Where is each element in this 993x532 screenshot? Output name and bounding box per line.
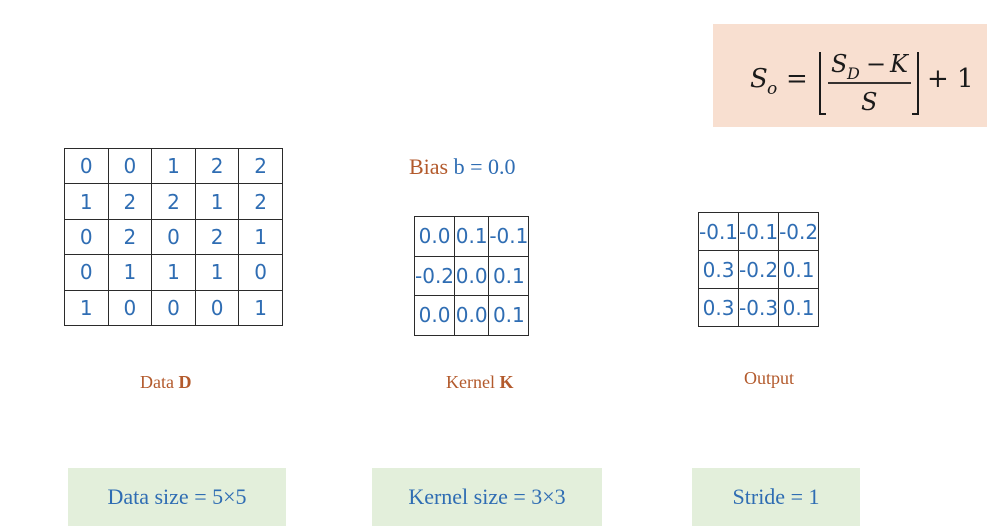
output-cell: -0.1 <box>697 212 740 251</box>
data-caption-symbol: D <box>178 372 192 392</box>
kernel-cell: 0.0 <box>454 295 490 336</box>
data-grid: 0 0 1 2 2 1 2 2 1 2 0 2 0 2 1 0 1 1 1 0 … <box>64 147 283 326</box>
formula-svg: S o = S D − K S + 1 <box>750 50 974 116</box>
floor-bracket-right <box>912 52 919 115</box>
kernel-cell: 0.0 <box>413 216 456 257</box>
data-cell: 0 <box>64 254 109 291</box>
data-cell: 1 <box>64 183 109 220</box>
data-cell: 2 <box>107 218 153 256</box>
output-size-formula: S o = S D − K S + 1 <box>713 24 987 127</box>
data-cell: 0 <box>238 254 283 291</box>
data-cell: 1 <box>151 254 196 291</box>
formula-lhs-sub: o <box>767 79 777 99</box>
table-row: 0.3 -0.2 0.1 <box>697 250 820 289</box>
data-cell: 0 <box>107 147 153 185</box>
kernel-caption-text: Kernel <box>446 372 500 392</box>
bias-value: b = 0.0 <box>453 154 516 179</box>
kernel-cell: 0.0 <box>413 295 456 336</box>
data-size-box: Data size = 5×5 <box>68 468 286 526</box>
floor-bracket-left <box>819 52 826 115</box>
kernel-cell: 0.1 <box>488 295 530 336</box>
data-cell: 2 <box>238 183 283 220</box>
formula-numerator-sub: D <box>846 64 860 83</box>
output-cell: -0.2 <box>738 250 780 289</box>
data-cell: 2 <box>194 147 240 185</box>
output-caption: Output <box>744 368 795 388</box>
output-cell: -0.1 <box>738 212 780 251</box>
formula-equals: = <box>786 64 808 94</box>
output-grid: -0.1 -0.1 -0.2 0.3 -0.2 0.1 0.3 -0.3 0.1 <box>697 212 820 327</box>
data-cell: 1 <box>238 218 283 256</box>
kernel-cell: 0.1 <box>488 255 530 297</box>
output-cell: 0.3 <box>697 288 740 327</box>
formula-plus-one: + 1 <box>927 64 974 94</box>
table-row: 0.0 0.1 -0.1 <box>413 216 530 257</box>
data-cell: 1 <box>151 147 196 185</box>
output-cell: -0.2 <box>778 212 820 251</box>
formula-minus: − <box>866 50 886 78</box>
kernel-cell: 0.1 <box>454 216 490 257</box>
data-cell: 1 <box>194 254 240 291</box>
bias-label: Bias b = 0.0 <box>409 154 516 180</box>
output-cell: 0.1 <box>778 250 820 289</box>
data-cell: 2 <box>151 183 196 220</box>
data-cell: 1 <box>194 183 240 220</box>
kernel-cell: -0.1 <box>488 216 530 257</box>
kernel-cell: 0.0 <box>454 255 490 297</box>
data-cell: 2 <box>194 218 240 256</box>
kernel-caption-symbol: K <box>499 372 514 392</box>
kernel-caption: Kernel K <box>446 372 514 393</box>
formula-numerator-s: S <box>831 50 847 78</box>
kernel-cell: -0.2 <box>413 255 456 297</box>
table-row: 1 2 2 1 2 <box>64 183 283 220</box>
data-cell: 0 <box>64 147 109 185</box>
table-row: -0.2 0.0 0.1 <box>413 255 530 297</box>
bias-label-text: Bias <box>409 154 454 179</box>
output-cell: 0.1 <box>778 288 820 327</box>
data-cell: 1 <box>64 289 109 326</box>
table-row: 1 0 0 0 1 <box>64 289 283 326</box>
kernel-size-box: Kernel size = 3×3 <box>372 468 602 526</box>
table-row: 0 0 1 2 2 <box>64 147 283 185</box>
data-cell: 1 <box>238 289 283 326</box>
data-cell: 2 <box>238 147 283 185</box>
formula-lhs: S <box>750 64 768 94</box>
stride-box: Stride = 1 <box>692 468 860 526</box>
data-cell: 2 <box>107 183 153 220</box>
output-cell: -0.3 <box>738 288 780 327</box>
table-row: 0.3 -0.3 0.1 <box>697 288 820 327</box>
table-row: 0 2 0 2 1 <box>64 218 283 256</box>
table-row: 0.0 0.0 0.1 <box>413 295 530 336</box>
data-cell: 0 <box>151 289 196 326</box>
data-cell: 0 <box>151 218 196 256</box>
table-row: 0 1 1 1 0 <box>64 254 283 291</box>
data-cell: 0 <box>107 289 153 326</box>
data-caption-text: Data <box>140 372 179 392</box>
data-caption: Data D <box>140 372 191 393</box>
data-cell: 0 <box>64 218 109 256</box>
formula-numerator-k: K <box>889 50 910 78</box>
data-cell: 0 <box>194 289 240 326</box>
kernel-grid: 0.0 0.1 -0.1 -0.2 0.0 0.1 0.0 0.0 0.1 <box>413 216 530 336</box>
data-cell: 1 <box>107 254 153 291</box>
formula-denominator: S <box>861 88 877 116</box>
table-row: -0.1 -0.1 -0.2 <box>697 212 820 251</box>
output-cell: 0.3 <box>697 250 740 289</box>
